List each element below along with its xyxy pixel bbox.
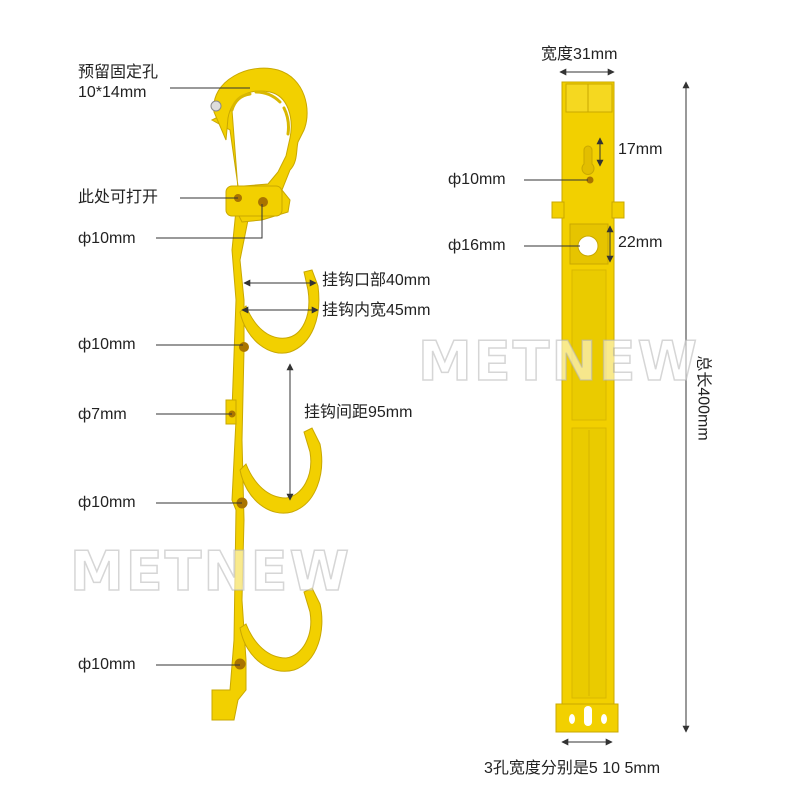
hinge-block bbox=[225, 185, 283, 217]
hook-1 bbox=[239, 269, 320, 354]
label-total-length: 总长400mm bbox=[694, 355, 712, 441]
upper-hole bbox=[586, 176, 594, 184]
hook-3-hole bbox=[234, 658, 246, 670]
slot-center bbox=[584, 706, 592, 726]
label-slot-widths: 3孔宽度分别是5 10 5mm bbox=[484, 760, 661, 777]
label-hook-opening: 挂钩口部40mm bbox=[322, 272, 431, 289]
label-hook-spacing: 挂钩间距95mm bbox=[304, 404, 413, 421]
top-hole bbox=[258, 197, 268, 207]
slot-left bbox=[569, 714, 575, 724]
watermark-left: METNEW bbox=[69, 539, 352, 604]
keyhole-slot bbox=[581, 145, 595, 175]
left-annotations bbox=[156, 87, 319, 666]
label-hole-small: ф7mm bbox=[78, 406, 127, 423]
hook-1-hole bbox=[239, 342, 249, 352]
watermark-right: METNEW bbox=[417, 329, 700, 394]
label-hole-large: ф16mm bbox=[448, 237, 506, 254]
large-hole bbox=[577, 235, 599, 257]
clamp-screw bbox=[210, 100, 222, 112]
label-openable: 此处可打开 bbox=[78, 189, 159, 206]
hook-rack-side-view bbox=[210, 67, 323, 721]
front-wing-left bbox=[551, 201, 565, 219]
label-upper-offset: 17mm bbox=[618, 141, 663, 158]
hook-rack-front-view bbox=[551, 81, 625, 733]
hook-3 bbox=[239, 587, 323, 672]
label-mount-hole-size: 10*14mm bbox=[78, 84, 147, 101]
leader-top-hole bbox=[156, 204, 263, 239]
label-mount-hole: 预留固定孔 bbox=[78, 64, 159, 81]
top-clamp bbox=[213, 67, 308, 223]
front-top-cap bbox=[565, 83, 613, 113]
slot-right bbox=[601, 714, 607, 724]
label-hole-3: ф10mm bbox=[78, 494, 136, 511]
label-hole-top: ф10mm bbox=[78, 230, 136, 247]
label-hole-upper: ф10mm bbox=[448, 171, 506, 188]
label-hole-4: ф10mm bbox=[78, 656, 136, 673]
clamp-teeth bbox=[230, 90, 290, 136]
label-hole-2: ф10mm bbox=[78, 336, 136, 353]
rack-spine bbox=[210, 109, 251, 721]
front-wing-right bbox=[611, 201, 625, 219]
center-channel bbox=[571, 269, 607, 421]
right-annotations bbox=[524, 68, 690, 746]
label-hook-inner-width: 挂钩内宽45mm bbox=[322, 302, 431, 319]
hook-2 bbox=[239, 427, 323, 514]
label-width: 宽度31mm bbox=[541, 46, 618, 63]
label-large-offset: 22mm bbox=[618, 234, 663, 251]
